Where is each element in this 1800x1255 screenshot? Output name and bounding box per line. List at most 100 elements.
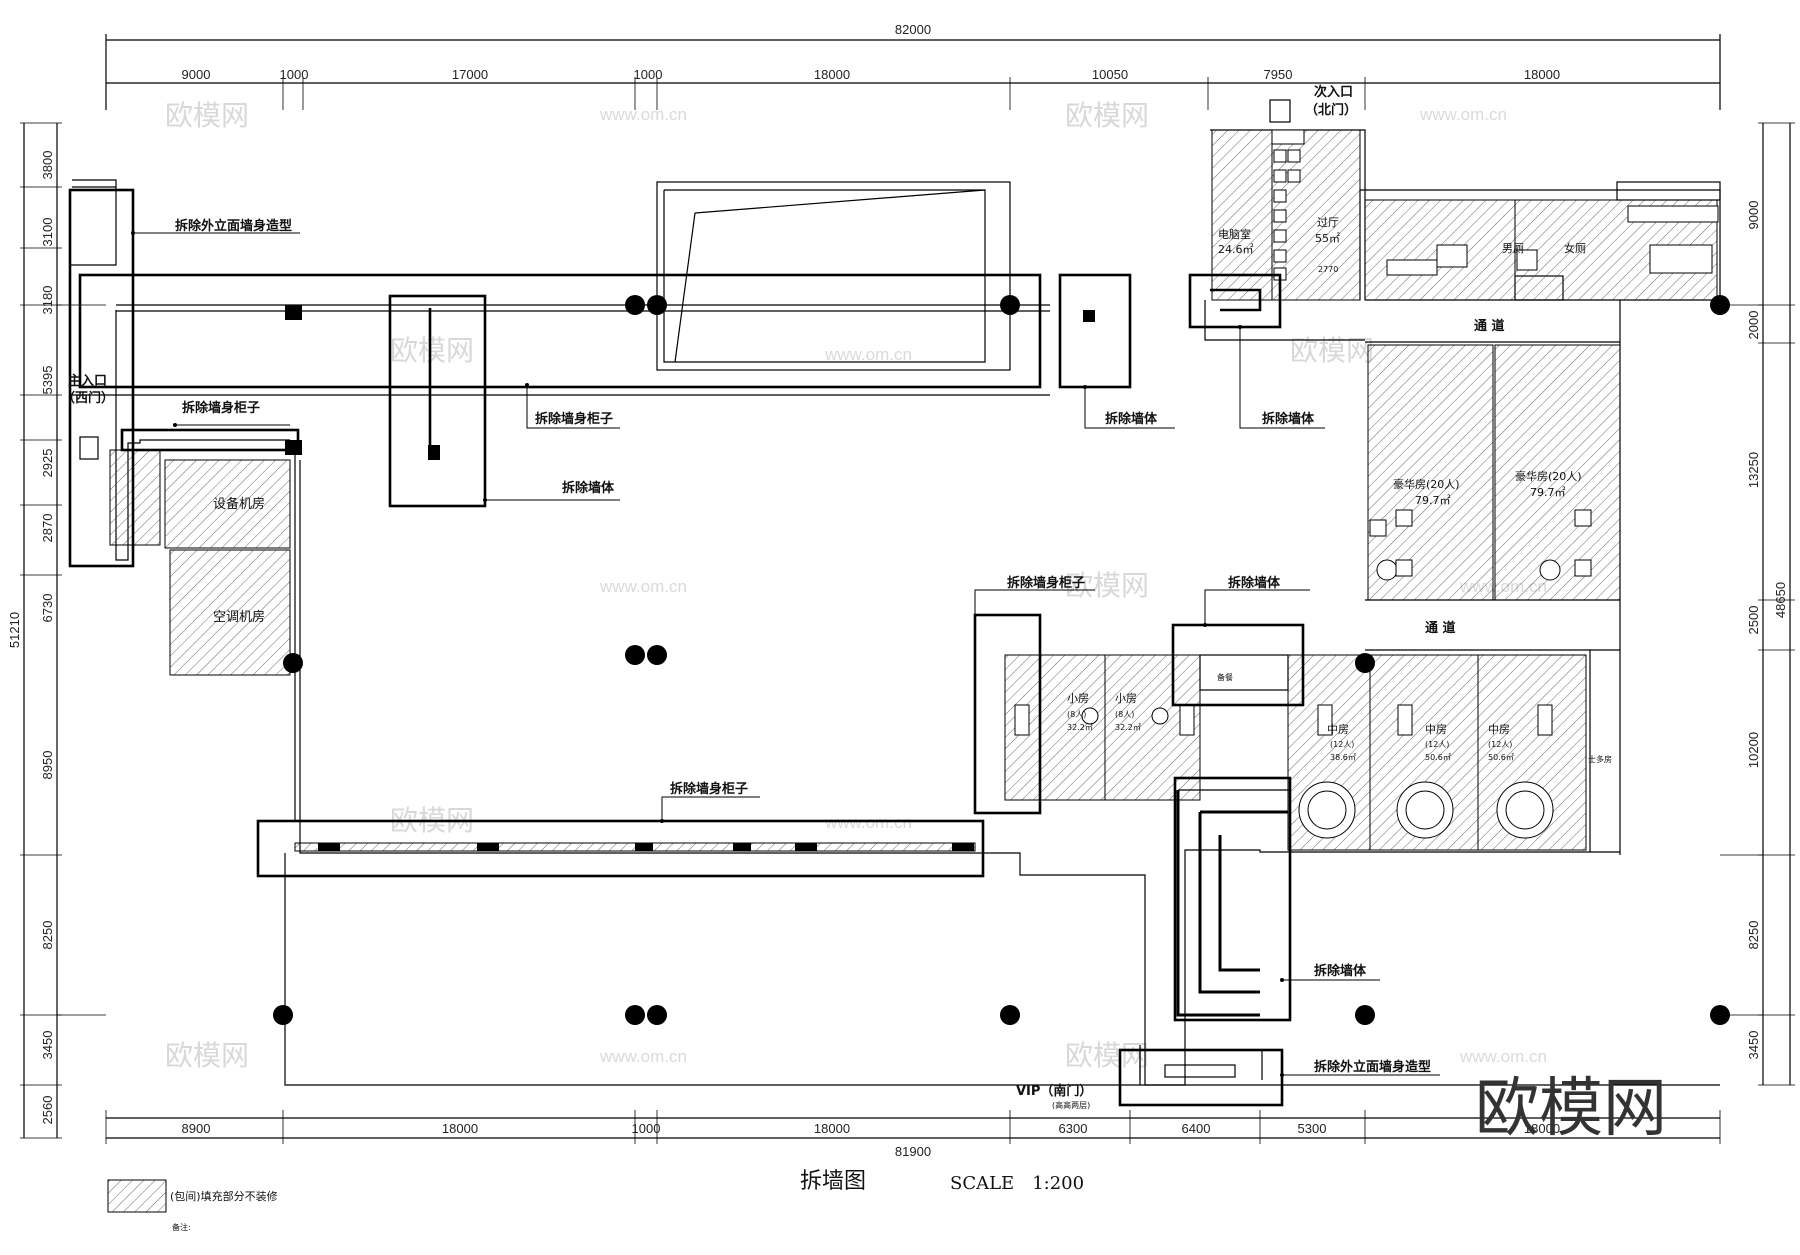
svg-text:2560: 2560: [40, 1096, 55, 1125]
north-entrance-title: 次入口: [1314, 84, 1353, 100]
room-small1-cap: (8人): [1067, 710, 1086, 719]
south-corridor: [1139, 789, 1290, 1080]
callout-pillar-bottom: 拆除墙身柜子: [670, 781, 748, 797]
svg-text:8250: 8250: [40, 921, 55, 950]
dim-bottom-1: 18000: [442, 1121, 478, 1136]
svg-text:13250: 13250: [1746, 452, 1761, 488]
room-lux1: 豪华房(20人): [1393, 477, 1460, 491]
dim-bottom-5: 6400: [1182, 1121, 1211, 1136]
svg-text:6730: 6730: [40, 594, 55, 623]
svg-text:8250: 8250: [1746, 921, 1761, 950]
demolition-boxes: [68, 188, 1305, 1107]
room-hall: 过厅: [1317, 216, 1339, 229]
dim-top-5: 10050: [1092, 67, 1128, 82]
svg-text:www.om.cn: www.om.cn: [599, 105, 687, 124]
room-mid3-area: 50.6㎡: [1488, 753, 1514, 762]
top-dimensions: 82000 9000 1000 17000 1000 18000 10050 7…: [105, 22, 1721, 110]
left-dimensions: 51210 3800 3100 3180 5395 2925 2870 6730…: [7, 122, 62, 1139]
room-male-wc: 男厕: [1502, 242, 1524, 255]
west-entrance-title: 主入口: [68, 373, 107, 389]
room-mid1: 中房: [1327, 723, 1349, 736]
room-hall-area: 55㎡: [1315, 232, 1340, 245]
callout-pillar-south-room: 拆除墙身柜子: [1007, 575, 1085, 591]
legend-swatch: [107, 1179, 167, 1213]
svg-text:欧模网: 欧模网: [1290, 334, 1374, 367]
svg-text:3180: 3180: [40, 286, 55, 315]
bottom-dimensions: 8900 18000 1000 18000 6300 6400 5300 180…: [105, 1110, 1721, 1159]
dim-top-1: 1000: [280, 67, 309, 82]
callout-wall-rooms: 拆除墙体: [1228, 575, 1281, 591]
svg-text:www.om.cn: www.om.cn: [1419, 105, 1507, 124]
room-small2-cap: (8人): [1115, 710, 1134, 719]
room-details: [1014, 129, 1719, 839]
note-label: 备注:: [172, 1222, 191, 1232]
west-entrance-sub: （西门）: [62, 390, 114, 406]
dim-top-6: 7950: [1264, 67, 1293, 82]
callouts: 拆除外立面墙身造型 拆除墙身柜子 拆除墙身柜子 拆除墙体 拆除墙体 拆除墙体 拆…: [131, 218, 1440, 1077]
callout-pillar-west: 拆除墙身柜子: [182, 400, 260, 416]
dim-bottom-2: 1000: [632, 1121, 661, 1136]
room-small1-area: 32.2㎡: [1067, 723, 1093, 732]
svg-text:3450: 3450: [40, 1031, 55, 1060]
svg-text:3100: 3100: [40, 218, 55, 247]
dim-bottom-7: 18000: [1524, 1121, 1560, 1136]
south-wall-band: [294, 842, 976, 852]
callout-wall-center: 拆除墙体: [562, 480, 615, 496]
legend-text: (包间)填充部分不装修: [170, 1189, 278, 1203]
svg-text:9000: 9000: [1746, 201, 1761, 230]
callout-facade-south: 拆除外立面墙身造型: [1314, 1059, 1431, 1075]
dim-bottom-total: 81900: [895, 1144, 931, 1159]
svg-text:www.om.cn: www.om.cn: [1459, 1047, 1547, 1066]
drawing-scale: SCALE 1:200: [950, 1173, 1084, 1194]
callout-pillar-center: 拆除墙身柜子: [535, 411, 613, 427]
room-small2: 小房: [1115, 692, 1137, 705]
svg-text:欧模网: 欧模网: [1065, 1039, 1149, 1072]
corridor-lines: [1365, 341, 1620, 651]
svg-text:欧模网: 欧模网: [165, 99, 249, 132]
svg-text:欧模网: 欧模网: [1065, 99, 1149, 132]
room-labels: 设备机房 空调机房 电脑室 24.6㎡ 过厅 55㎡ 2770 男厕 女厕 通 …: [213, 216, 1612, 764]
dim-top-0: 9000: [182, 67, 211, 82]
dim-top-7: 18000: [1524, 67, 1560, 82]
corridor-south: 通 道: [1425, 620, 1456, 636]
callout-wall-corridor: 拆除墙体: [1314, 963, 1367, 979]
room-mid2: 中房: [1425, 723, 1447, 736]
svg-text:3800: 3800: [40, 151, 55, 180]
right-dimensions: 9000 2000 13250 2500 10200 8250 3450 486…: [1746, 122, 1795, 1086]
svg-text:2925: 2925: [40, 449, 55, 478]
svg-text:www.om.cn: www.om.cn: [824, 813, 912, 832]
dim-bottom-6: 5300: [1298, 1121, 1327, 1136]
svg-text:3450: 3450: [1746, 1031, 1761, 1060]
room-mid3: 中房: [1488, 723, 1510, 736]
room-mid2-area: 50.6㎡: [1425, 753, 1451, 762]
callout-facade-west: 拆除外立面墙身造型: [175, 218, 292, 234]
room-computer-area: 24.6㎡: [1218, 243, 1254, 256]
svg-text:10200: 10200: [1746, 732, 1761, 768]
dim-right-total: 48650: [1773, 582, 1788, 618]
room-equipment: 设备机房: [213, 496, 265, 512]
dim-top-2: 17000: [452, 67, 488, 82]
callout-wall-mid: 拆除墙体: [1105, 411, 1158, 427]
dim-top-4: 18000: [814, 67, 850, 82]
room-mid1-cap: (12人): [1330, 740, 1354, 749]
room-computer: 电脑室: [1218, 227, 1251, 241]
svg-text:欧模网: 欧模网: [1065, 569, 1149, 602]
room-mid3-cap: (12人): [1488, 740, 1512, 749]
room-lux2: 豪华房(20人): [1515, 469, 1582, 483]
hatched-rooms: [109, 129, 1718, 851]
svg-text:5395: 5395: [40, 366, 55, 395]
room-mid1-area: 38.6㎡: [1330, 753, 1356, 762]
drawing-footer: 拆墙图 SCALE 1:200 (包间)填充部分不装修 备注: 欧模网: [107, 1072, 1667, 1232]
svg-text:欧模网: 欧模网: [390, 334, 474, 367]
dim-bottom-0: 8900: [182, 1121, 211, 1136]
room-female-wc: 女厕: [1564, 241, 1586, 255]
north-entrance-sub: （北门）: [1305, 102, 1357, 118]
building-walls: [70, 129, 1721, 1086]
svg-text:www.om.cn: www.om.cn: [599, 1047, 687, 1066]
svg-text:8950: 8950: [40, 751, 55, 780]
room-lux1-area: 79.7㎡: [1415, 494, 1451, 507]
callout-wall-right: 拆除墙体: [1262, 411, 1315, 427]
room-aircon: 空调机房: [213, 609, 265, 625]
dim-top-total: 82000: [895, 22, 931, 37]
